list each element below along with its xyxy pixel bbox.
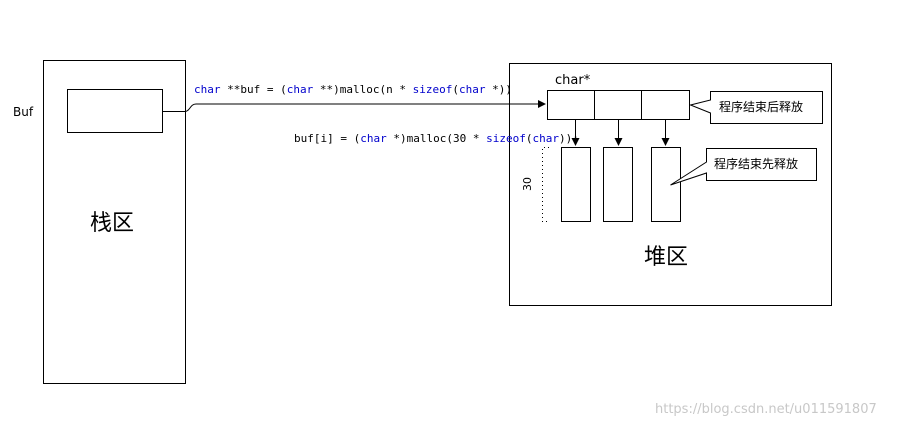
code-text: *)malloc(30 * bbox=[387, 132, 486, 145]
buf-label: Buf bbox=[13, 105, 34, 119]
code-keyword: sizeof bbox=[413, 83, 453, 96]
code-keyword: char bbox=[194, 83, 221, 96]
code-keyword: char bbox=[360, 132, 387, 145]
code-keyword: sizeof bbox=[486, 132, 526, 145]
buf-pointer-arrow bbox=[162, 100, 546, 112]
heap-region-label: 堆区 bbox=[644, 245, 688, 270]
code-line-malloc-elements: buf[i] = (char *)malloc(30 * sizeof(char… bbox=[294, 132, 579, 145]
code-keyword: char bbox=[532, 132, 559, 145]
code-text: **buf = ( bbox=[221, 83, 287, 96]
element-length-label: 30 bbox=[521, 177, 534, 191]
callout-pointer-array-text: 程序结束后释放 bbox=[719, 99, 803, 114]
pointer-array bbox=[547, 90, 690, 120]
watermark: https://blog.csdn.net/u011591807 bbox=[655, 402, 877, 417]
code-keyword: char bbox=[287, 83, 314, 96]
code-keyword: char bbox=[459, 83, 486, 96]
buf-variable-box bbox=[67, 89, 163, 133]
code-text: buf[i] = ( bbox=[294, 132, 360, 145]
stack-region-label: 栈区 bbox=[90, 211, 134, 236]
pointer-array-type-label: char* bbox=[555, 73, 591, 88]
callout-element-buffers bbox=[670, 148, 817, 186]
char-buffer bbox=[561, 147, 591, 222]
code-text: ( bbox=[452, 83, 459, 96]
char-buffer bbox=[603, 147, 633, 222]
char-buffer bbox=[651, 147, 681, 222]
callout-element-buffers-text: 程序结束先释放 bbox=[714, 156, 798, 171]
code-text: **)malloc(n * bbox=[313, 83, 412, 96]
callout-pointer-array bbox=[688, 91, 823, 124]
code-text: ( bbox=[526, 132, 533, 145]
code-line-malloc-array: char **buf = (char **)malloc(n * sizeof(… bbox=[194, 83, 512, 96]
code-text: *)) bbox=[485, 83, 512, 96]
